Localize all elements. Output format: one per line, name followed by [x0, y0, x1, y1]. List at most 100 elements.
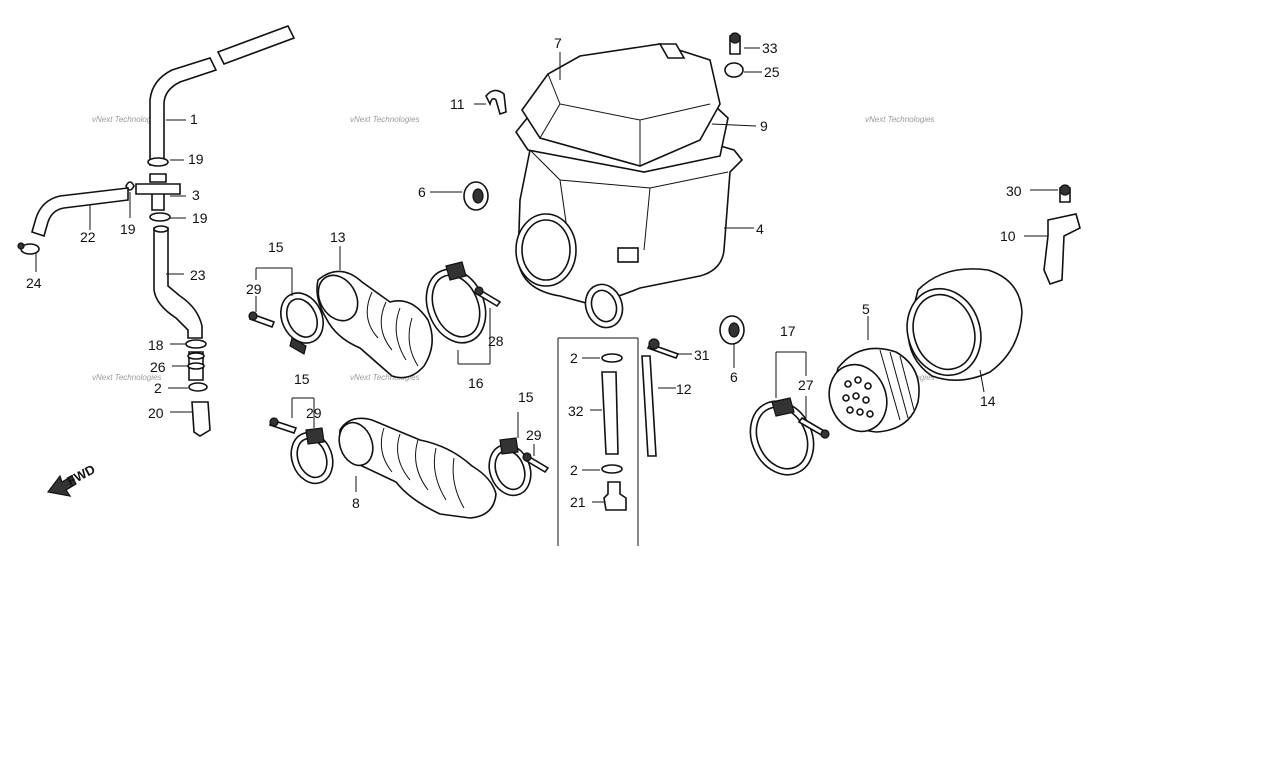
part-band-15-lower-right-clamp[interactable]: [499, 437, 519, 455]
part-tube-13-mouth: [317, 274, 359, 322]
part-drain-tube-32[interactable]: [601, 371, 619, 455]
callout-15: 15: [518, 389, 534, 405]
part-clip-18[interactable]: [185, 339, 207, 349]
callout-2: 2: [154, 380, 162, 396]
callout-32: 32: [568, 403, 584, 419]
callout-17: 17: [780, 323, 796, 339]
part-case-4-outlet-inner: [590, 289, 618, 323]
part-clip-19[interactable]: [147, 157, 169, 167]
callout-29: 29: [246, 281, 262, 297]
part-case-4-inlet-inner: [521, 219, 571, 281]
callout-29: 29: [306, 405, 322, 421]
part-bolt-33-head[interactable]: [729, 32, 741, 44]
callout-2: 2: [570, 350, 578, 366]
part-hose-22[interactable]: [31, 187, 129, 238]
part-collar-25[interactable]: [724, 62, 744, 78]
part-clip-2-upper[interactable]: [601, 353, 623, 363]
part-t-joint-3[interactable]: [135, 173, 181, 211]
part-screw-27-head[interactable]: [820, 429, 830, 439]
part-cap-14-rim-inner: [912, 293, 976, 371]
callout-4: 4: [756, 221, 764, 237]
callout-14: 14: [980, 393, 996, 409]
part-hose-23[interactable]: [153, 227, 203, 339]
callout-31: 31: [694, 347, 710, 363]
callout-3: 3: [192, 187, 200, 203]
watermarks: vNext Technologies vNext Technologies vN…: [92, 115, 935, 382]
callout-13: 13: [330, 229, 346, 245]
watermark: vNext Technologies: [865, 115, 935, 124]
part-screw-28-head[interactable]: [474, 286, 484, 296]
part-clip-2[interactable]: [188, 382, 208, 392]
part-screw-29-upper-head[interactable]: [248, 311, 258, 321]
callout-2: 2: [570, 462, 578, 478]
part-case-4-latch: [617, 247, 639, 263]
connecting-tube-8-group: [268, 417, 550, 519]
part-air-cleaner-cover-7[interactable]: [521, 43, 721, 167]
part-tube-8-ribs: [380, 427, 465, 509]
callout-24: 24: [26, 275, 42, 291]
part-joint-26-mid[interactable]: [187, 362, 205, 370]
callout-33: 33: [762, 40, 778, 56]
part-screw-29-lower-right-head[interactable]: [522, 452, 532, 462]
part-cover-7-tab: [658, 43, 686, 59]
part-clip-11[interactable]: [485, 89, 507, 116]
callout-19: 19: [192, 210, 208, 226]
part-hose-23-end[interactable]: [153, 225, 169, 233]
callout-16: 16: [468, 375, 484, 391]
watermark: vNext Technologies: [92, 115, 162, 124]
part-joint-26-top[interactable]: [187, 352, 205, 360]
drain-tube-group: [557, 315, 745, 546]
part-cover-7-ridge: [539, 73, 711, 166]
part-screw-29-lower-head[interactable]: [269, 417, 279, 427]
callout-10: 10: [1000, 228, 1016, 244]
part-band-17-clamp[interactable]: [771, 397, 795, 417]
part-grommet-6-lower-inner: [728, 322, 740, 338]
callout-18: 18: [148, 337, 164, 353]
part-clip-2-lower[interactable]: [601, 464, 623, 474]
callout-1: 1: [190, 111, 198, 127]
callout-25: 25: [764, 64, 780, 80]
callout-6: 6: [730, 369, 738, 385]
bracket-group: [1043, 184, 1081, 285]
fwd-arrow-icon: [46, 474, 77, 497]
callout-22: 22: [80, 229, 96, 245]
part-bolt-30-head[interactable]: [1059, 184, 1071, 196]
part-drain-plug-20[interactable]: [191, 401, 211, 437]
part-hose-1-extension[interactable]: [216, 25, 296, 65]
callout-12: 12: [676, 381, 692, 397]
callout-labels: 1 19 3 19 19 22 24 23 18 26 2 20 15 29 1…: [26, 35, 1022, 511]
part-drain-tube-12[interactable]: [641, 355, 657, 457]
part-clip-19-lower[interactable]: [149, 212, 171, 222]
fwd-label: FWD: [64, 462, 97, 489]
leader-lines: [35, 47, 1058, 503]
part-band-16-clamp[interactable]: [445, 261, 467, 281]
watermark: vNext Technologies: [350, 115, 420, 124]
callout-19: 19: [188, 151, 204, 167]
part-bracket-10[interactable]: [1043, 213, 1081, 285]
part-drain-plug-21[interactable]: [603, 481, 627, 511]
connecting-tube-13-group: [248, 261, 502, 379]
callout-23: 23: [190, 267, 206, 283]
part-bolt-31-head[interactable]: [648, 338, 660, 350]
fwd-indicator: FWD: [46, 462, 98, 497]
part-band-15-upper-clamp[interactable]: [289, 337, 307, 355]
callout-15: 15: [268, 239, 284, 255]
callout-6: 6: [418, 184, 426, 200]
part-hose-1[interactable]: [149, 57, 218, 166]
part-clip-24-tab[interactable]: [17, 242, 25, 250]
watermark: vNext Technologies: [92, 373, 162, 382]
callout-20: 20: [148, 405, 164, 421]
callout-26: 26: [150, 359, 166, 375]
part-tube-13-ribs: [366, 291, 419, 367]
part-band-15-lower-left-clamp[interactable]: [305, 427, 325, 445]
callout-30: 30: [1006, 183, 1022, 199]
callout-27: 27: [798, 377, 814, 393]
part-band-16-inner: [431, 274, 481, 338]
part-band-17-inner: [755, 406, 809, 470]
callout-15: 15: [294, 371, 310, 387]
breather-hose-group: [17, 25, 296, 437]
part-element-5-holes: [842, 376, 874, 418]
watermark: vNext Technologies: [350, 373, 420, 382]
part-band-15-lower-left-inner: [296, 437, 328, 479]
